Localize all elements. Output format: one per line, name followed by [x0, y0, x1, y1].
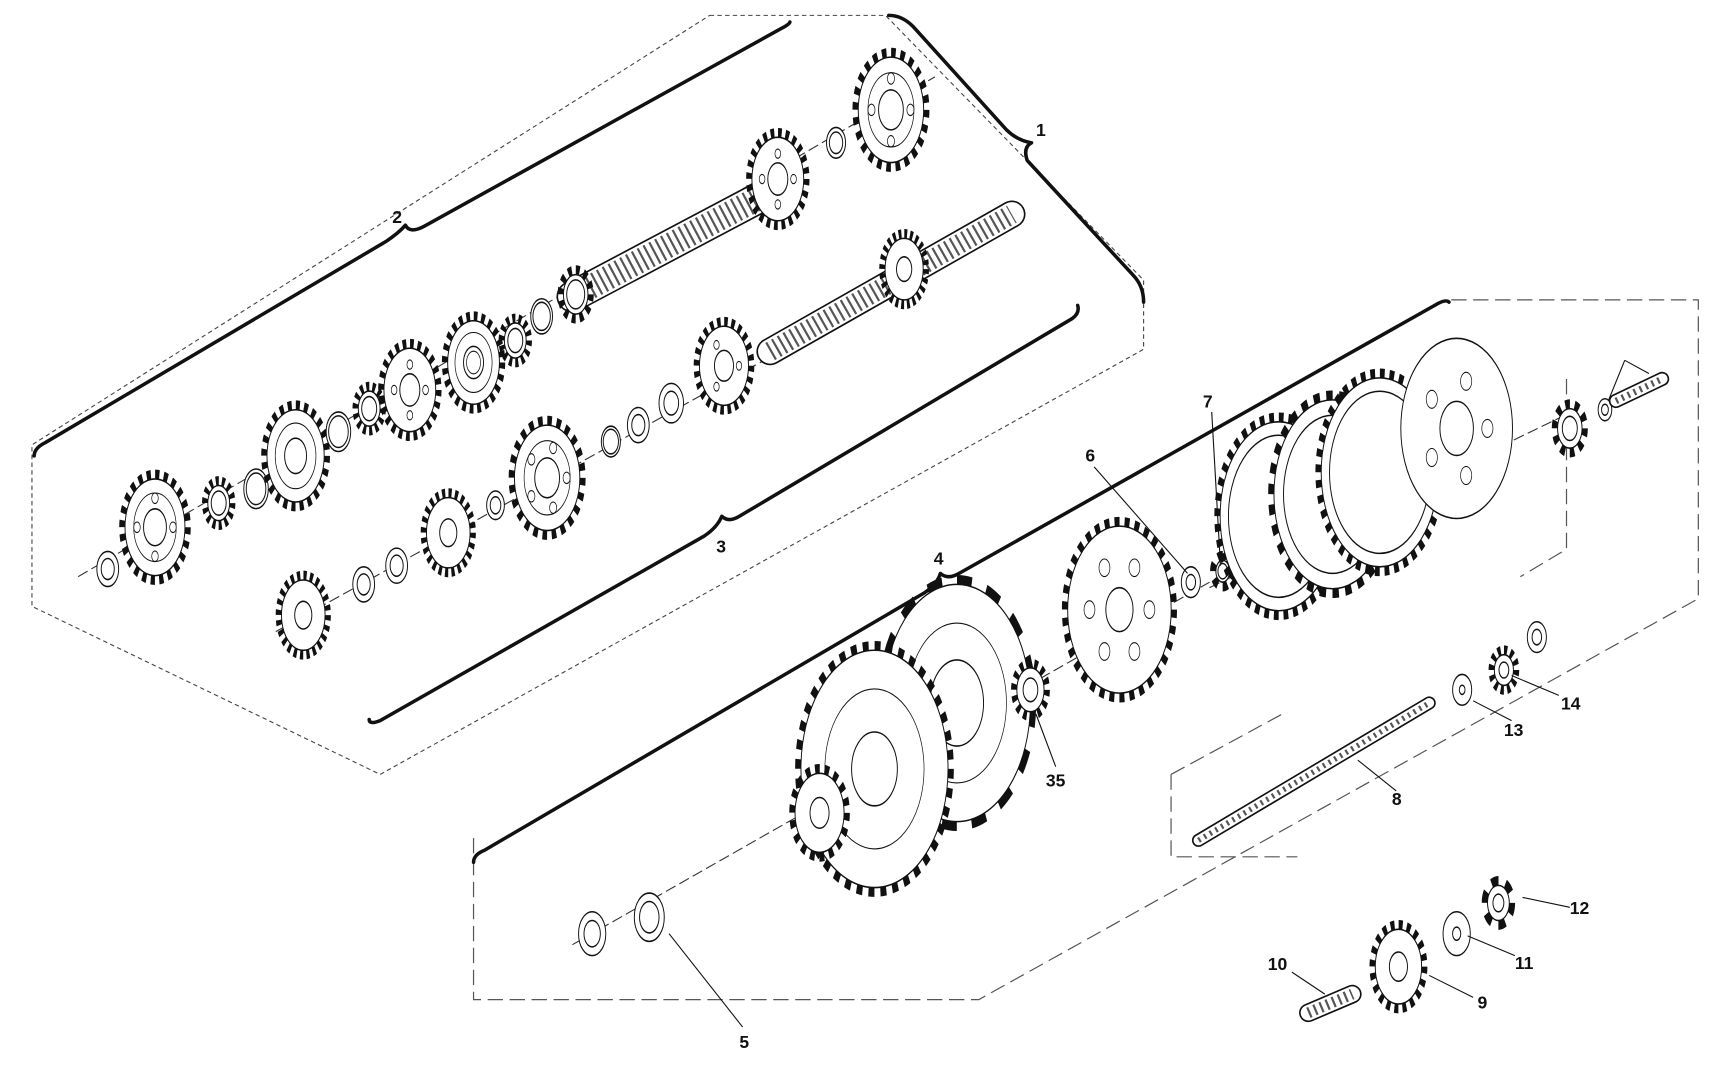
- callout-35: 35: [1046, 770, 1066, 790]
- callout-10: 10: [1268, 954, 1288, 974]
- callout-8: 8: [1392, 789, 1402, 809]
- clutch-hub: [1061, 516, 1177, 703]
- gear: [275, 570, 331, 660]
- gear: [879, 229, 929, 310]
- gear: [746, 127, 810, 231]
- main-shaft: [556, 181, 776, 313]
- parts: [96, 47, 1670, 1023]
- bush: [96, 550, 120, 588]
- washer: [486, 490, 505, 521]
- washer: [626, 406, 650, 444]
- callout-12: 12: [1570, 898, 1590, 918]
- washer: [498, 313, 532, 368]
- bracket-3: [367, 303, 1080, 725]
- callout-14: 14: [1561, 694, 1581, 714]
- circlip: [530, 298, 554, 335]
- push-rod: [1191, 696, 1436, 847]
- bolt: [1526, 620, 1547, 654]
- callout-6: 6: [1085, 445, 1095, 465]
- circlip: [600, 425, 621, 458]
- bracket-1: [886, 13, 1146, 304]
- bush-5: [633, 892, 665, 943]
- primary-gear: [789, 763, 850, 862]
- gear-9: [1369, 919, 1428, 1014]
- nut-12: [1481, 876, 1516, 930]
- rod-outline: [1170, 711, 1298, 858]
- bush: [352, 566, 376, 603]
- washer: [1597, 397, 1613, 422]
- bush: [385, 547, 409, 585]
- gear: [420, 488, 476, 578]
- plate-11: [1442, 910, 1471, 957]
- splined-collar: [557, 265, 594, 324]
- callout-13: 13: [1504, 720, 1524, 740]
- gearbox-group-outline: [31, 14, 1145, 776]
- gear: [693, 316, 755, 415]
- bolt: [1608, 371, 1670, 409]
- callout-2: 2: [392, 207, 402, 227]
- lock-washer-14: [1488, 645, 1520, 695]
- washer-13: [1452, 673, 1473, 706]
- bracket-2: [32, 20, 792, 458]
- callout-5: 5: [739, 1032, 749, 1052]
- callout-4: 4: [934, 549, 944, 569]
- callout-1: 1: [1036, 120, 1046, 140]
- spring: [1551, 399, 1588, 458]
- clutch-group-outline: [472, 299, 1699, 1001]
- washer: [202, 476, 236, 531]
- washer: [352, 381, 386, 436]
- callout-9: 9: [1478, 992, 1488, 1012]
- gear: [261, 400, 330, 512]
- nut: [1210, 550, 1236, 592]
- washer-6: [1180, 566, 1201, 599]
- gear: [378, 338, 442, 442]
- bush: [826, 126, 847, 159]
- callout-7: 7: [1203, 392, 1213, 412]
- circlip: [243, 468, 269, 510]
- callout-11: 11: [1515, 953, 1534, 973]
- gear: [852, 47, 930, 172]
- callout-3: 3: [716, 537, 726, 557]
- bush: [658, 382, 684, 424]
- pressure-plate: [1400, 337, 1513, 520]
- thrust-washer: [578, 910, 607, 957]
- leader-lines: [668, 359, 1650, 1028]
- gear: [508, 415, 586, 540]
- gear: [441, 311, 506, 414]
- circlip: [325, 411, 352, 453]
- gear: [119, 469, 191, 585]
- bracket-4: [471, 299, 1451, 865]
- key-10: [1299, 984, 1362, 1023]
